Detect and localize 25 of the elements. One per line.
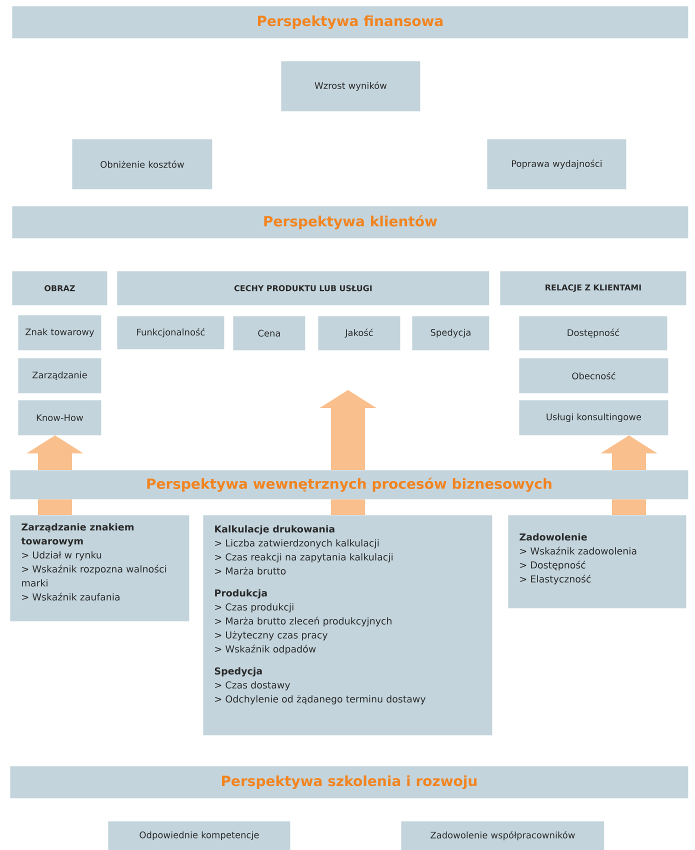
perspective-band: Perspektywa klientów [12, 206, 688, 238]
label-box: Funkcjonalność [117, 316, 224, 350]
label-box: Spedycja [412, 316, 490, 350]
label-box: Dostępność [519, 316, 668, 350]
label-box: Usługi konsultingowe [519, 400, 668, 436]
label-box: Obniżenie kosztów [72, 139, 212, 190]
perspective-band: Perspektywa szkolenia i rozwoju [10, 766, 688, 798]
metric-box: Kalkulacje drukowania > Liczba zatwierdzonych kalkulacji > Czas reakcji na zapytania kalkulacji > Marża brutto Produkcja > Czas produkcji > Marża brutto zleceń produkcyjnych > Użyteczny czas pracy > Wskaźnik odpadów Spedycja > Czas dostawy > Odchylenie od żądanego terminu dostawy [203, 515, 492, 736]
metric-box: Zarządzanie znakiem towarowym > Udział w rynku > Wskaźnik rozpozna walności marki > Wskaźnik zaufania [10, 515, 190, 622]
label-box: Znak towarowy [18, 315, 102, 350]
label-box: Odpowiednie kompetencje [108, 821, 290, 850]
category-header: OBRAZ [12, 271, 108, 306]
label-box: Jakość [318, 316, 400, 350]
category-header: RELACJE Z KLIENTAMI [500, 271, 686, 306]
perspective-band: Perspektywa wewnętrznych procesów biznesowych [10, 470, 688, 500]
label-box: Wzrost wyników [281, 61, 420, 112]
label-box: Zarządzanie [18, 358, 102, 394]
label-box: Zadowolenie współpracowników [401, 821, 604, 850]
metric-box: Zadowolenie > Wskaźnik zadowolenia > Dostępność > Elastyczność [508, 515, 686, 608]
label-box: Obecność [519, 358, 668, 394]
label-box: Cena [233, 316, 306, 350]
label-box: Poprawa wydajności [487, 139, 626, 190]
label-box: Know-How [18, 400, 102, 436]
category-header: CECHY PRODUKTU LUB USŁUGI [117, 271, 490, 306]
perspective-band: Perspektywa finansowa [12, 6, 688, 38]
